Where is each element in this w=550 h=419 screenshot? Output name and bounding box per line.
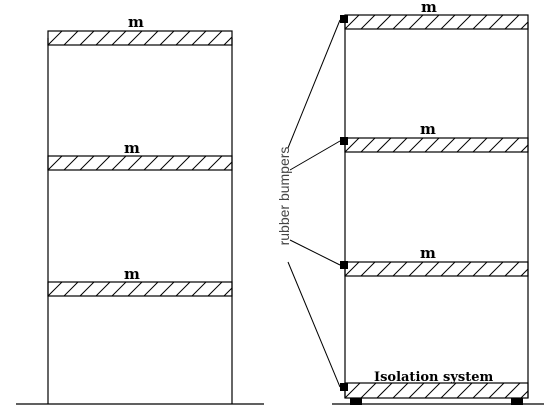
callout-line-second xyxy=(289,140,341,171)
bearing-right xyxy=(511,398,523,405)
bumper-third xyxy=(340,261,348,269)
right-slab-middle-label: m xyxy=(420,120,436,138)
bearing-left xyxy=(350,398,362,405)
bumper-base xyxy=(340,383,348,391)
callout-line-top xyxy=(287,19,341,149)
left-frame: m m m xyxy=(47,13,233,404)
rubber-bumpers-label: rubber bumpers xyxy=(276,147,292,246)
rubber-bumpers xyxy=(340,15,348,391)
left-slab-bottom xyxy=(47,281,233,297)
isolation-bearings xyxy=(350,398,523,405)
callout-line-base xyxy=(287,261,341,388)
bumper-top xyxy=(340,15,348,23)
bumper-second xyxy=(340,137,348,145)
isolation-system-slab xyxy=(344,382,529,399)
left-slab-middle xyxy=(47,155,233,171)
isolation-system-label: Isolation system xyxy=(374,370,493,385)
right-frame: m m m xyxy=(340,0,529,405)
right-slab-top xyxy=(344,14,529,30)
right-slab-bottom xyxy=(344,261,529,277)
left-slab-bottom-label: m xyxy=(124,265,140,283)
right-slab-bottom-label: m xyxy=(420,244,436,262)
callout-line-third xyxy=(289,239,341,266)
bumper-callout-lines xyxy=(287,19,341,388)
left-slab-middle-label: m xyxy=(124,139,140,157)
right-slab-top-label: m xyxy=(421,0,437,16)
left-slab-top-label: m xyxy=(128,13,144,31)
right-slab-middle xyxy=(344,137,529,153)
left-slab-top xyxy=(47,30,233,46)
